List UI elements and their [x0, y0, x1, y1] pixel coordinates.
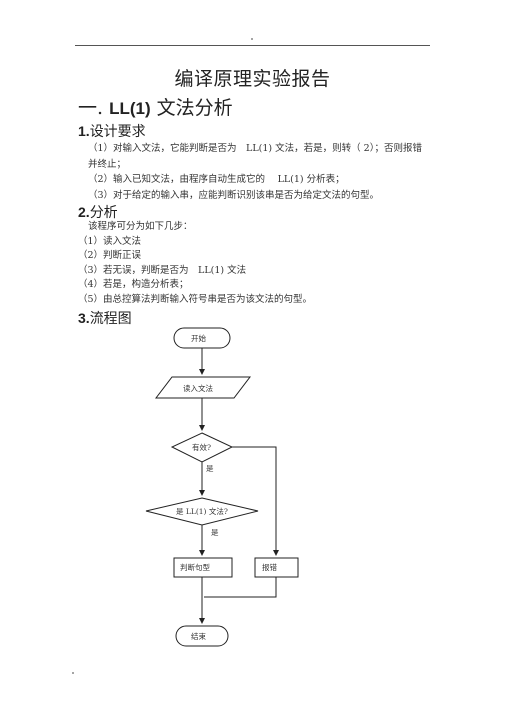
flow-read-node: [154, 376, 252, 399]
analysis-heading-number: 2.: [78, 204, 90, 220]
analysis-heading-text: 分析: [89, 205, 118, 221]
flow-judge-label: 判断句型: [180, 562, 210, 572]
header-mark: [251, 38, 253, 40]
analysis-steps: 该程序可分为如下几步： （1）读入文法 （2）判断正误 （3）若无误，判断是否为…: [78, 220, 312, 307]
flowchart-heading: 3.流程图: [78, 308, 132, 328]
flow-end-node: [175, 625, 229, 647]
header-rule: [75, 45, 430, 46]
footer-mark: [72, 672, 74, 674]
flow-start-label: 开始: [191, 333, 206, 343]
flow-valid-label: 有效?: [192, 442, 211, 452]
analysis-step: （4）若是，构造分析表；: [78, 279, 189, 290]
section-heading: 一. LL(1) 文法分析: [78, 93, 233, 120]
requirement-item: （1）对输入文法，它能判断是否为 LL(1) 文法，若是，则转（ 2）；否则报错…: [88, 143, 422, 170]
requirements-list: （1）对输入文法，它能判断是否为 LL(1) 文法，若是，则转（ 2）；否则报错…: [78, 141, 430, 203]
flow-error-label: 报错: [262, 562, 277, 572]
flow-end-label: 结束: [191, 631, 206, 641]
requirement-item: （2）输入已知文法，由程序自动生成它的 LL(1) 分析表；: [88, 174, 345, 185]
analysis-step: （2）判断正误: [78, 250, 142, 261]
flow-edge: [204, 577, 277, 598]
analysis-step: （3）若无误，判断是否为 LL(1) 文法: [78, 264, 247, 276]
document-title: 编译原理实验报告: [174, 68, 331, 90]
requirements-heading: 1.设计要求: [78, 121, 146, 141]
analysis-intro: 该程序可分为如下几步：: [88, 221, 193, 232]
flow-judge-node: [173, 557, 233, 578]
flow-yes-label: 是: [211, 528, 219, 537]
requirement-item: （3）对于给定的输入串，应能判断识别该串是否为给定文法的句型。: [88, 189, 380, 201]
flow-yes-label: 是: [206, 464, 214, 473]
flow-edge: [232, 446, 279, 556]
section-title-rest: 文法分析: [150, 97, 233, 119]
requirements-heading-text: 设计要求: [89, 124, 146, 140]
flow-ll1-label: 是 LL(1) 文法?: [176, 506, 228, 516]
flowchart-heading-number: 3.: [78, 310, 90, 326]
analysis-step: （5）由总控算法判断输入符号串是否为该文法的句型。: [78, 293, 313, 305]
section-title-ll: LL(1): [109, 99, 151, 118]
requirements-heading-number: 1.: [78, 123, 90, 139]
flow-read-label: 读入文法: [183, 383, 213, 393]
flowchart-heading-text: 流程图: [89, 311, 132, 327]
analysis-step: （1）读入文法: [78, 235, 142, 247]
analysis-heading: 2.分析: [78, 202, 118, 222]
section-number: 一.: [78, 97, 104, 119]
